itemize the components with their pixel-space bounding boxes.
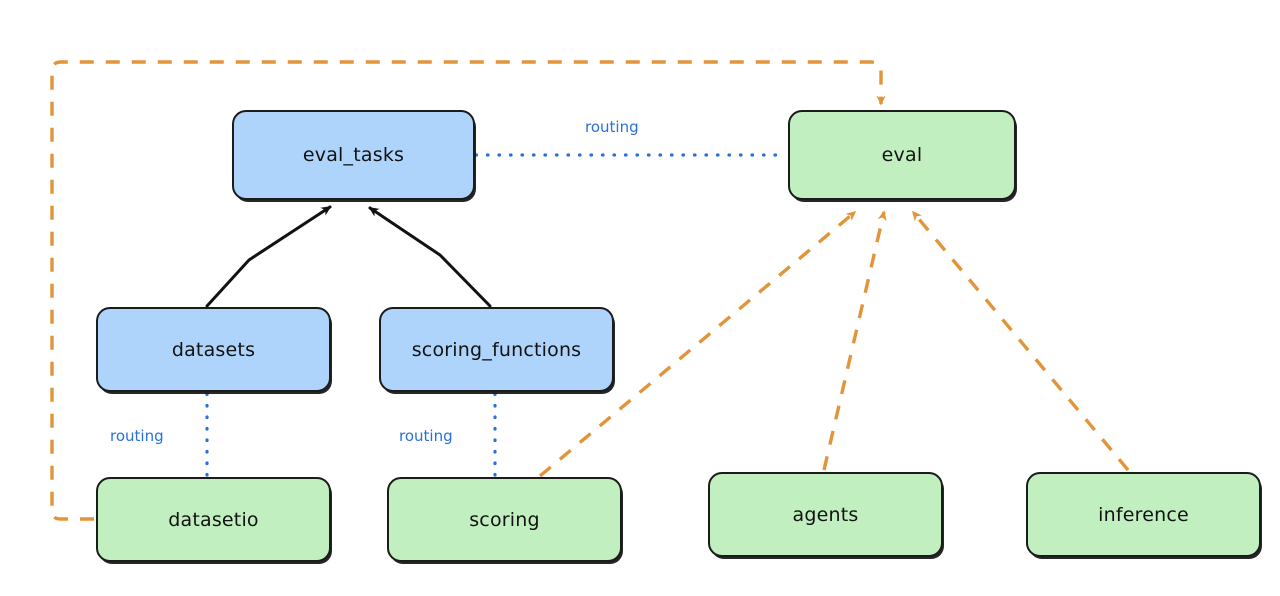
edge-scoring-to-eval [538,210,857,478]
node-label-datasetio: datasetio [168,508,259,531]
node-datasetio[interactable]: datasetio [96,477,331,562]
edge-datasets-to-eval-tasks [205,205,332,308]
node-eval[interactable]: eval [788,110,1016,200]
node-label-inference: inference [1098,503,1189,526]
node-label-eval: eval [881,144,923,166]
node-datasets[interactable]: datasets [96,307,331,392]
node-agents[interactable]: agents [708,472,943,557]
edge-scoring-functions-to-eval-tasks [368,206,492,308]
node-eval-tasks[interactable]: eval_tasks [232,110,475,200]
edge-agents-to-eval [822,210,887,471]
edge-label-routing-datasets-datasetio: routing [110,427,164,445]
node-scoring-functions[interactable]: scoring_functions [379,307,614,392]
node-label-datasets: datasets [171,338,256,361]
node-scoring[interactable]: scoring [387,477,622,562]
node-label-eval-tasks: eval_tasks [302,144,405,166]
edge-label-routing-eval-tasks-eval: routing [585,118,639,136]
node-label-agents: agents [792,503,859,526]
node-inference[interactable]: inference [1026,472,1261,557]
node-label-scoring-functions: scoring_functions [411,338,582,361]
node-label-scoring: scoring [469,508,540,531]
edge-inference-to-eval [911,210,1130,472]
edge-label-routing-scoring-functions-scoring: routing [399,427,453,445]
